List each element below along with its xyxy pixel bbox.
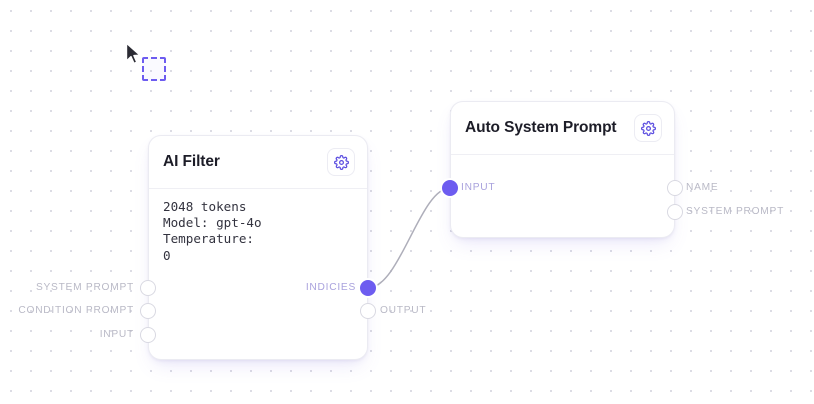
port-label-auto-system-prompt-system-prompt: SYSTEM PROMPT [686,206,785,217]
port-auto-system-prompt-name[interactable] [667,180,683,196]
node-detail-line: Temperature: [163,231,254,247]
node-auto-system-prompt[interactable]: Auto System Prompt [450,101,675,238]
node-header-auto-system-prompt: Auto System Prompt [451,102,674,155]
node-detail-line: 0 [163,247,171,263]
selection-marquee[interactable] [142,57,166,81]
port-ai-filter-indicies[interactable] [360,280,376,296]
port-ai-filter-input[interactable] [140,327,156,343]
port-label-auto-system-prompt-name: NAME [686,182,719,193]
port-label-ai-filter-input: INPUT [99,329,134,340]
node-ai-filter[interactable]: AI Filter 2048 tokens Model: gpt-4o Temp… [148,135,368,360]
settings-button-auto-system-prompt[interactable] [634,114,662,142]
port-auto-system-prompt-input[interactable] [442,180,458,196]
node-title-ai-filter: AI Filter [163,153,220,170]
port-label-ai-filter-indicies: INDICIES [305,282,356,293]
node-title-auto-system-prompt: Auto System Prompt [465,119,617,136]
mouse-cursor [125,42,141,65]
gear-icon [640,120,656,136]
edge-indicies-to-input[interactable] [367,187,451,289]
port-auto-system-prompt-system-prompt[interactable] [667,204,683,220]
gear-icon [333,154,349,170]
node-detail-line: Model: gpt-4o [163,215,262,231]
node-body-auto-system-prompt [451,155,674,165]
node-body-ai-filter: 2048 tokens Model: gpt-4o Temperature: 0 [149,189,367,264]
port-label-ai-filter-system-prompt: SYSTEM PROMPT [35,282,134,293]
port-label-ai-filter-output: OUTPUT [380,305,427,316]
node-detail-line: 2048 tokens [163,199,247,214]
port-ai-filter-system-prompt[interactable] [140,280,156,296]
port-label-auto-system-prompt-input: INPUT [461,182,496,193]
port-ai-filter-output[interactable] [360,303,376,319]
settings-button-ai-filter[interactable] [327,148,355,176]
port-label-ai-filter-condition-prompt: CONDITION PROMPT [18,305,134,316]
port-ai-filter-condition-prompt[interactable] [140,303,156,319]
node-header-ai-filter: AI Filter [149,136,367,189]
